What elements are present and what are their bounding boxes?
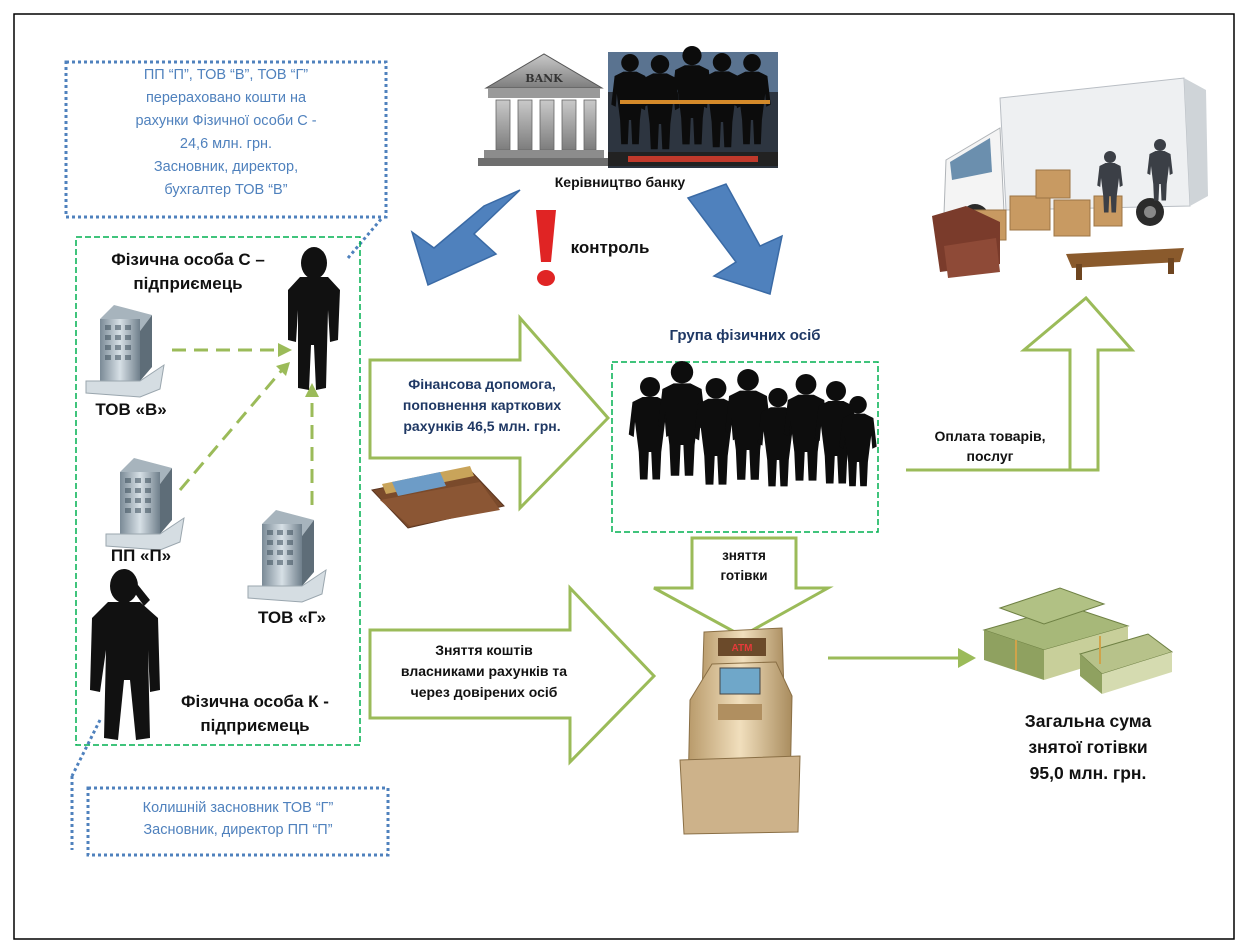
arrow-withdrawal — [368, 584, 657, 766]
businessman-silhouette-icon — [288, 247, 340, 390]
atm-label: ATM — [732, 643, 753, 654]
note-top-line: Засновник, директор, — [153, 159, 299, 175]
office-building-icon — [85, 304, 165, 398]
transfer-arrows — [172, 348, 314, 505]
note-top: ПП “П”, ТОВ “В”, ТОВ “Г” перераховано ко… — [68, 64, 384, 202]
note-top-line: ПП “П”, ТОВ “В”, ТОВ “Г” — [143, 67, 309, 83]
wallet-photo — [371, 466, 505, 529]
financial-help-line: Фінансова допомога, — [408, 376, 556, 392]
withdrawal-line: власниками рахунків та — [400, 663, 568, 679]
blue-arrow-left — [410, 189, 521, 287]
total-label: Загальна сума знятої готівки 95,0 млн. г… — [990, 708, 1186, 786]
total-line: знятої готівки — [1028, 737, 1148, 757]
note-bottom-line: Колишній засновник ТОВ “Г” — [142, 800, 334, 816]
company-p-label: ПП «П» — [110, 546, 172, 565]
office-building-icon — [247, 509, 327, 603]
blue-arrow-right — [686, 183, 784, 295]
company-g-label: ТОВ «Г» — [257, 608, 327, 627]
note-bottom: Колишній засновник ТОВ “Г” Засновник, ди… — [90, 797, 386, 841]
office-building-icon — [105, 457, 185, 551]
cash-out-line: зняття — [722, 548, 766, 563]
people-group-silhouette — [628, 361, 877, 487]
payment-label: Оплата товарів, послуг — [910, 426, 1070, 466]
cash-out-label: зняття готівки — [690, 546, 798, 586]
note-box-top — [64, 60, 388, 219]
group-box — [611, 361, 879, 533]
payment-line: Оплата товарів, — [934, 428, 1046, 444]
control-label: контроль — [570, 238, 650, 257]
payment-line: послуг — [966, 448, 1014, 464]
note-connector-top — [346, 217, 384, 259]
bank-management-label: Керівництво банку — [554, 174, 686, 190]
person-k-line: підприємець — [200, 716, 310, 735]
person-s-label: Фізична особа С – підприємець — [84, 248, 292, 296]
note-top-line: рахунки Фізичної особи С - — [135, 113, 317, 129]
note-bottom-line: Засновник, директор ПП “П” — [143, 822, 333, 838]
arrow-cash-out — [653, 536, 834, 638]
moving-truck-photo — [932, 77, 1208, 280]
person-s-line: Фізична особа С – — [111, 250, 265, 269]
withdrawal-label: Зняття коштів власниками рахунків та чер… — [374, 640, 594, 703]
arrow-payment — [906, 295, 1136, 472]
businessman-silhouette-icon — [90, 569, 160, 740]
page-frame — [13, 13, 1235, 940]
money-stack-photo — [982, 587, 1174, 694]
atm-icon — [679, 627, 801, 835]
arrow-financial-help — [368, 314, 611, 512]
withdrawal-line: Зняття коштів — [435, 642, 533, 658]
bank-icon — [478, 53, 610, 166]
person-k-label: Фізична особа К - підприємець — [150, 690, 360, 738]
bank-sign: BANK — [525, 72, 563, 85]
group-label: Група фізичних осіб — [669, 327, 821, 344]
exclamation-icon — [536, 210, 556, 286]
cash-out-line: готівки — [720, 568, 768, 583]
total-line: Загальна сума — [1024, 711, 1152, 731]
withdrawal-line: через довірених осіб — [410, 684, 558, 700]
financial-help-line: рахунків 46,5 млн. грн. — [403, 418, 561, 434]
total-line: 95,0 млн. грн. — [1029, 763, 1147, 783]
company-v-label: ТОВ «В» — [95, 400, 167, 419]
business-people-photo — [608, 45, 778, 168]
person-s-line: підприємець — [133, 274, 243, 293]
note-connector-bottom — [70, 719, 102, 777]
note-box-bottom — [86, 786, 390, 857]
note-top-line: перераховано кошти на — [145, 90, 307, 106]
note-top-line: бухгалтер ТОВ “В” — [164, 182, 288, 198]
financial-help-line: поповнення карткових — [402, 397, 562, 413]
note-top-line: 24,6 млн. грн. — [179, 136, 273, 152]
financial-help-label: Фінансова допомога, поповнення карткових… — [372, 374, 592, 437]
person-k-line: Фізична особа К - — [181, 692, 329, 711]
